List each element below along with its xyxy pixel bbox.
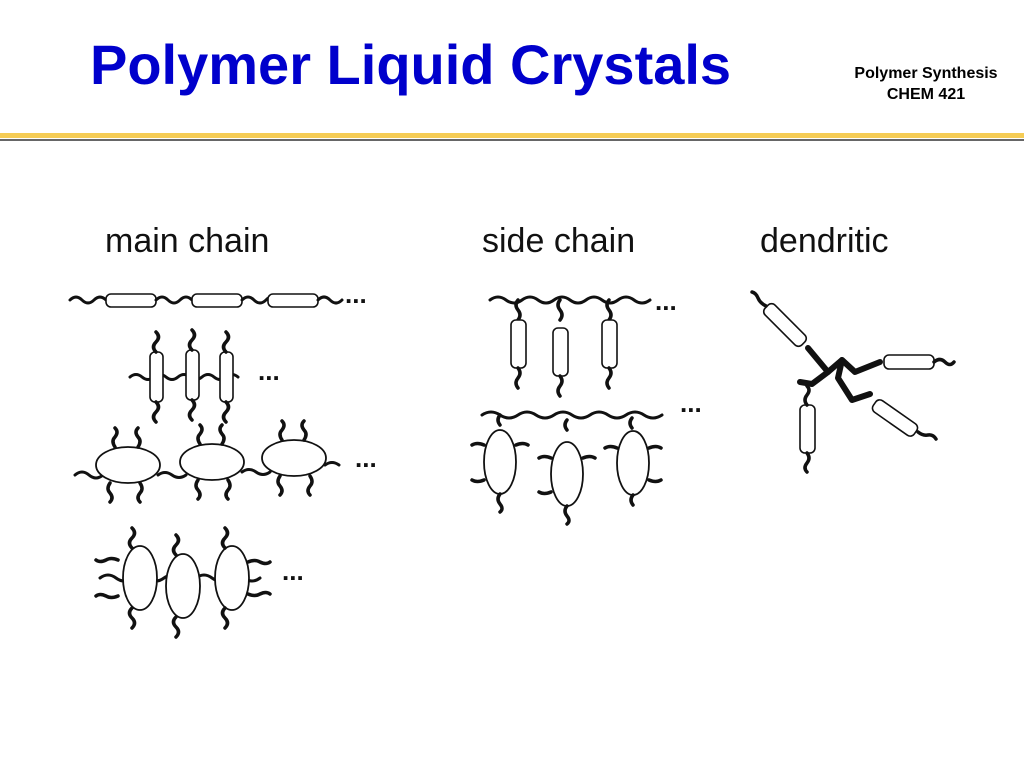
dendritic-structure	[750, 290, 956, 474]
label-main-chain: main chain	[105, 222, 269, 260]
main-row4-ellipsis: ...	[282, 556, 304, 586]
label-dendritic: dendritic	[760, 222, 889, 260]
main-row3-ellipsis: ...	[355, 443, 377, 473]
main-row2-ellipsis: ...	[258, 356, 280, 386]
main-row1-ellipsis: ...	[345, 279, 367, 309]
side-row1-ellipsis: ...	[655, 286, 677, 316]
label-side-chain: side chain	[482, 222, 635, 260]
course-name: Polymer Synthesis	[854, 65, 998, 82]
course-info: Polymer Synthesis CHEM 421	[826, 63, 1024, 105]
header-rule-gold	[0, 133, 1024, 138]
main-chain-linear-rods	[68, 293, 344, 308]
main-chain-discs-linear	[73, 419, 341, 504]
slide-title: Polymer Liquid Crystals	[90, 33, 732, 96]
side-chain-rods	[488, 295, 652, 398]
side-row2-ellipsis: ...	[680, 388, 702, 418]
header-rule-dark	[0, 139, 1024, 141]
main-chain-vertical-rods	[128, 328, 240, 424]
side-chain-discs	[470, 410, 664, 526]
main-chain-discs-stacked	[94, 526, 272, 639]
course-code: CHEM 421	[886, 86, 966, 103]
